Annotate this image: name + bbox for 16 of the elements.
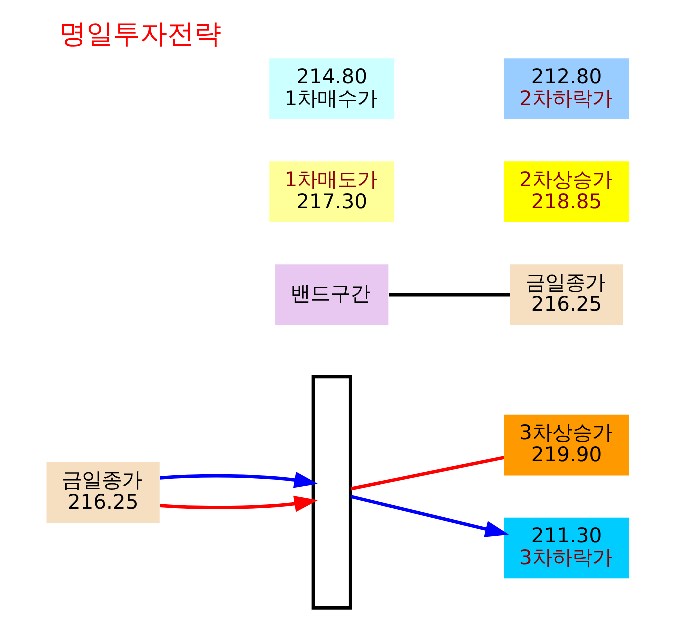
arrow: [160, 472, 318, 488]
arrow: [350, 495, 510, 538]
connector: [350, 456, 504, 491]
node-box: 212.80 2차하락가: [504, 58, 630, 120]
node-box: 1차매도가 217.30: [270, 162, 395, 222]
node-box: 금일종가 216.25: [46, 462, 160, 523]
node-box: 2차상승가 218.85: [504, 162, 630, 222]
node-box: 211.30 3차하락가: [504, 518, 630, 579]
node-box: [312, 375, 352, 610]
arrow: [160, 496, 318, 512]
node-box: 밴드구간: [276, 264, 389, 326]
node-box: 214.80 1차매수가: [270, 58, 395, 120]
diagram-title: 명일투자전략: [59, 19, 222, 50]
node-box: 금일종가 216.25: [510, 264, 624, 326]
connector: [389, 293, 510, 297]
node-box: 3차상승가 219.90: [504, 414, 630, 476]
